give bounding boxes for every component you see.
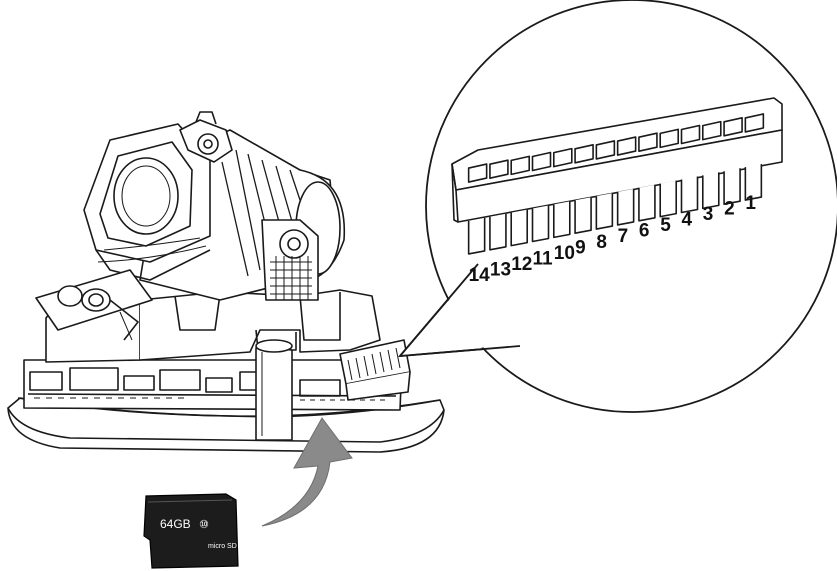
pin-number-label: 5: [660, 215, 671, 236]
connector-pin: [659, 180, 678, 218]
pin-number-label: 3: [703, 204, 714, 225]
connector-pin: [616, 188, 635, 226]
connector-pin: [595, 193, 614, 230]
pin-number-label: 4: [682, 210, 693, 231]
connector-slot: [723, 116, 743, 137]
connector-pins: [467, 164, 763, 255]
lens-focus-motor: [179, 111, 233, 163]
connector-slot: [680, 124, 701, 145]
sd-card-logo: micro SD: [208, 543, 237, 550]
sd-card-capacity: 64GB: [160, 517, 191, 531]
connector-slot: [701, 120, 722, 141]
connector-slot: [489, 159, 509, 180]
pin-number-label: 10: [554, 243, 575, 264]
connector-slots: [467, 113, 765, 183]
camera-terminal-block: [339, 339, 411, 401]
connector-slot: [531, 151, 552, 172]
curved-arrow-icon: [261, 417, 353, 527]
pin-number-label: 1: [745, 193, 756, 214]
pin-number-label: 6: [639, 221, 650, 242]
connector-pin: [680, 176, 699, 214]
connector-pin: [701, 172, 720, 210]
connector-pin: [510, 209, 529, 247]
connector-pin: [467, 217, 486, 255]
connector-slot: [616, 136, 637, 156]
connector-pin: [574, 197, 592, 235]
connector-pin: [744, 164, 763, 201]
connector-slot: [510, 155, 531, 176]
camera-circuit-board: [23, 359, 403, 411]
pin-number-label: 11: [533, 249, 554, 270]
pin-number-label: 7: [618, 226, 629, 247]
connector-pin: [489, 213, 507, 251]
pin-number-label: 8: [596, 232, 607, 253]
sd-card-class-mark: ⑩: [199, 519, 209, 531]
connector-slot: [638, 132, 658, 153]
connector-slot: [659, 128, 680, 149]
connector-slot: [467, 163, 488, 183]
tilt-pivot: [261, 219, 319, 301]
connector-pin: [638, 184, 656, 222]
dome-camera-assembly: [7, 111, 445, 453]
insert-arrow: [261, 417, 353, 527]
connector-pin: [531, 205, 550, 243]
micro-sd-card: 64GB ⑩ micro SD: [143, 493, 239, 569]
connector-slot: [595, 140, 616, 160]
connector-slot: [552, 147, 573, 168]
pin-number-label: 2: [724, 198, 735, 219]
pin-number-label: 13: [490, 260, 511, 281]
connector-pin: [723, 168, 741, 206]
sd-slot-post: [255, 339, 293, 441]
terminal-connector-zoomed: [451, 97, 783, 255]
connector-slot: [744, 113, 765, 133]
pin-number-label: 9: [575, 237, 586, 258]
pin-number-label: 14: [469, 265, 491, 286]
sensor-board: [35, 269, 153, 341]
lens-front-housing: [83, 123, 211, 281]
connector-pin: [552, 201, 571, 239]
pin-number-label: 12: [511, 254, 532, 275]
connector-slot: [574, 143, 594, 164]
